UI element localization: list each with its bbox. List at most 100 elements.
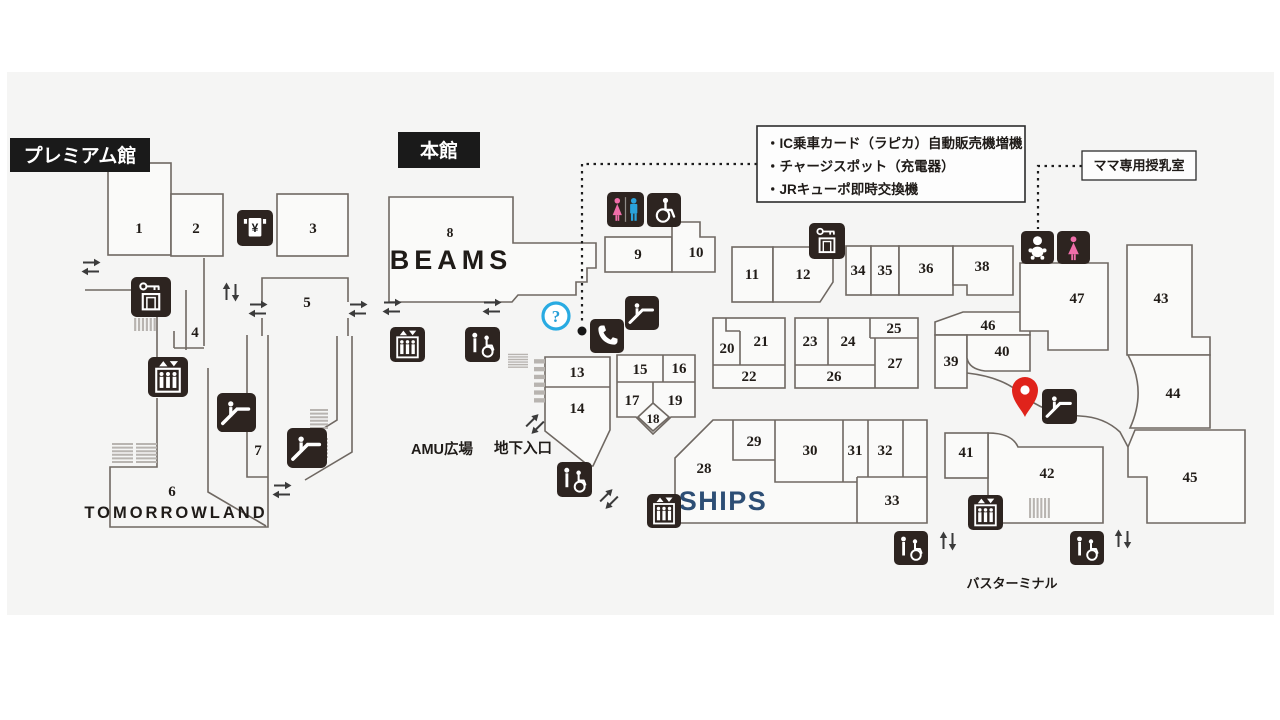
room-39-label: 39 xyxy=(944,354,959,370)
room-20-label: 20 xyxy=(720,341,735,357)
room-30-label: 30 xyxy=(803,443,818,459)
building-title-premium: プレミアム館 xyxy=(10,138,150,172)
room-41-shape xyxy=(944,432,989,479)
room-number-labels: 8 9 10 11 12 13 14 15 16 17 18 19 20 21 … xyxy=(447,225,1198,509)
room-45-shape xyxy=(1127,429,1246,524)
room-7-label: 7 xyxy=(254,443,262,459)
room-1-shape xyxy=(107,162,172,256)
room-28-label: 28 xyxy=(697,461,712,477)
info-leader-dot xyxy=(577,326,587,336)
tomorrowland-store-name: TOMORROWLAND xyxy=(84,504,267,522)
public-phone-icon xyxy=(590,319,624,353)
room-40-label: 40 xyxy=(995,344,1010,360)
room-9-shape xyxy=(604,236,673,273)
room-29-label: 29 xyxy=(747,434,762,450)
escalator-icon xyxy=(625,296,659,330)
elevator-icon xyxy=(390,327,425,362)
room-42-label: 42 xyxy=(1040,466,1055,482)
nursing-room-label: ママ専用授乳室 xyxy=(1093,158,1184,173)
room-43-label: 43 xyxy=(1154,291,1169,307)
room-28-ships-shape xyxy=(674,419,928,524)
room-24-label: 24 xyxy=(841,334,857,350)
room-17-label: 17 xyxy=(625,393,641,409)
room-38-shape xyxy=(952,245,1014,296)
coin-locker-icon xyxy=(131,277,171,317)
rooms-29-33-dividers xyxy=(732,420,927,523)
info-line-3: ・JRキューポ即時交換機 xyxy=(766,181,919,197)
accessible-toilet-icon xyxy=(1070,531,1104,565)
room-46-label: 46 xyxy=(981,318,997,334)
escalator-icon xyxy=(1042,389,1077,424)
info-leader-line xyxy=(580,162,757,322)
room-2-shape xyxy=(170,193,224,257)
room-2-label: 2 xyxy=(192,221,200,237)
room-10-label: 10 xyxy=(689,245,704,261)
room-43-shape xyxy=(1126,244,1211,356)
room-22-label: 22 xyxy=(742,369,757,385)
room-3-shape xyxy=(276,193,349,257)
room-16-label: 16 xyxy=(672,361,688,377)
room-21-label: 21 xyxy=(754,334,769,350)
room-6-7-outline xyxy=(109,317,269,528)
info-line-1: ・IC乗車カード（ラピカ）自動販売機増機 xyxy=(766,135,1023,151)
room-19-label: 19 xyxy=(668,393,683,409)
room-39-shape xyxy=(934,334,968,389)
wheelchair-icon xyxy=(647,193,681,227)
room-3-label: 3 xyxy=(309,221,317,237)
room-5-label: 5 xyxy=(303,295,311,311)
rooms-15-19-dividers xyxy=(617,355,695,433)
information-question-mark: ? xyxy=(552,307,561,326)
room-31-label: 31 xyxy=(848,443,863,459)
room-1-label: 1 xyxy=(135,221,143,237)
room-13-label: 13 xyxy=(570,365,585,381)
basement-entrance-label: 地下入口 xyxy=(494,439,552,457)
room-32-label: 32 xyxy=(878,443,893,459)
rooms-20-22-block xyxy=(712,317,786,389)
room-5-shape xyxy=(261,277,353,481)
location-pin-icon xyxy=(1012,377,1038,417)
rooms-13-14-block xyxy=(544,356,611,467)
restroom-icon xyxy=(607,192,644,227)
escalator-icon xyxy=(217,393,256,432)
room-34-label: 34 xyxy=(851,263,867,279)
room-14-label: 14 xyxy=(570,401,586,417)
room-8-beams-shape xyxy=(388,196,597,303)
room-41-label: 41 xyxy=(959,445,974,461)
room-34-shape xyxy=(845,245,872,296)
building-title-main: 本館 xyxy=(398,132,480,168)
room-40-shape xyxy=(966,334,1031,372)
coin-locker-icon xyxy=(809,223,845,259)
amu-plaza-label: AMU広場 xyxy=(411,440,474,458)
main-building-label: 本館 xyxy=(420,139,458,162)
premium-building: 1 2 3 4 5 7 6 TOMORROWLAND xyxy=(84,162,353,528)
room-11-label: 11 xyxy=(745,267,759,283)
information-icon: ? xyxy=(541,301,571,331)
room-23-label: 23 xyxy=(803,334,818,350)
nursing-leader-line xyxy=(1036,164,1082,229)
accessible-toilet-icon xyxy=(465,327,500,362)
rooms-15-19-block xyxy=(616,354,696,436)
escalator-icon xyxy=(287,428,327,468)
womens-restroom-icon xyxy=(1057,231,1090,264)
room-47-label: 47 xyxy=(1070,291,1086,307)
premium-building-label: プレミアム館 xyxy=(24,144,137,167)
room-35-shape xyxy=(870,245,900,296)
rooms-23-27-dividers xyxy=(795,318,918,388)
room-26-label: 26 xyxy=(827,369,843,385)
room-18-label: 18 xyxy=(647,411,661,426)
room-6-label: 6 xyxy=(168,484,176,500)
elevator-icon xyxy=(148,357,188,397)
corridor-lines-premium-upper xyxy=(85,258,205,350)
main-building xyxy=(388,196,1246,524)
room-25-label: 25 xyxy=(887,321,902,337)
room-36-label: 36 xyxy=(919,261,935,277)
bus-terminal-label: バスターミナル xyxy=(966,576,1057,591)
room-8-label: 8 xyxy=(447,225,454,240)
accessible-toilet-icon xyxy=(894,531,928,565)
room-38-label: 38 xyxy=(975,259,990,275)
room-10-shape xyxy=(671,221,716,273)
info-note-box: ・IC乗車カード（ラピカ）自動販売機増機 ・チャージスポット（充電器） ・JRキ… xyxy=(756,125,1026,203)
elevator-icon xyxy=(647,494,681,528)
room-27-label: 27 xyxy=(888,356,904,372)
room-44-label: 44 xyxy=(1166,386,1182,402)
